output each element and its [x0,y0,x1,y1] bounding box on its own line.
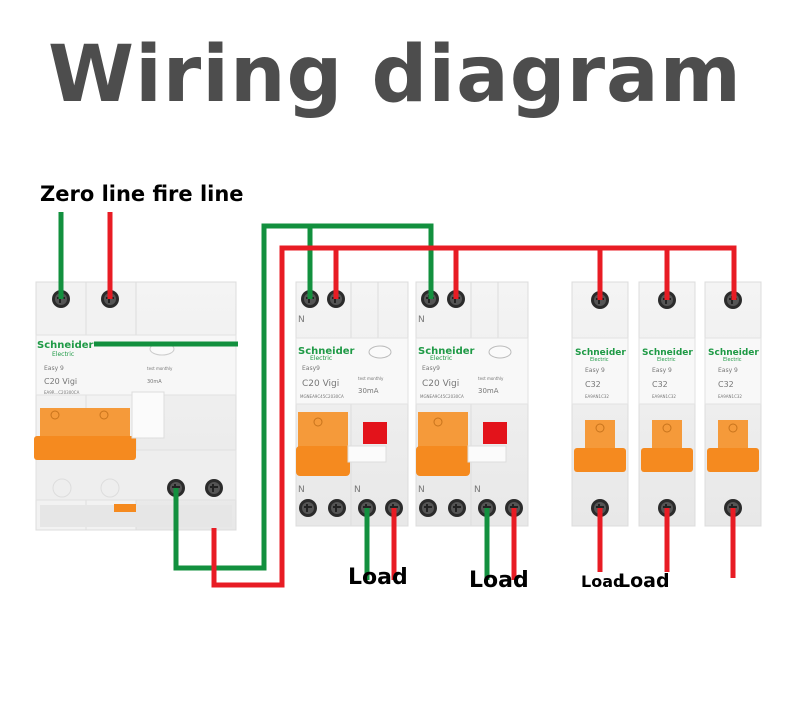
mcb-1-series: Easy 9 [585,367,605,374]
rcbo-1-n-bottom-right: N [354,485,361,495]
diagram-title: Wiring diagram [48,30,742,120]
rcbo-2-brand-sub: Electric [430,355,452,362]
main-test-text: test monthly [147,366,173,371]
rcbo-1-test-text: test monthly [358,376,384,381]
mcb-2: Schneider Electric Easy 9 C32 EA9AN1C32 [638,281,696,527]
rcbo-2-series: Easy9 [422,365,440,372]
rcbo-1-test-button[interactable] [368,345,392,359]
rcbo-1-sensitivity: 30mA [358,387,379,395]
mcb-3-brand-sub: Electric [723,357,742,363]
mcb-3-series: Easy 9 [718,367,738,374]
neutral-bus-wire [173,223,434,571]
rcbo-1-trip-flag [363,422,387,444]
main-series: Easy 9 [44,365,64,372]
mcb-3-brand: Schneider [708,348,759,358]
rcbo-1-rating: C20 Vigi [302,379,339,389]
mcb-1-brand: Schneider [575,348,626,358]
mcb-3: Schneider Electric Easy 9 C32 EA9AN1C32 [704,281,762,527]
mcb-1-handle[interactable] [585,420,615,450]
rcbo-2-n-bottom-left: N [418,485,425,495]
mcb-2-brand-sub: Electric [657,357,676,363]
mcb-3-rating: C32 [718,380,734,389]
mcb-3-handle[interactable] [718,420,748,450]
main-handle[interactable] [40,408,130,438]
mcb-1-brand-sub: Electric [590,357,609,363]
rcbo-2-terminal [447,498,467,518]
load-label-3: Load [581,572,625,591]
mcb-2-handle[interactable] [652,420,682,450]
mcb-1-model: EA9AN1C32 [585,394,609,399]
rcbo-2-n-bottom-right: N [474,485,481,495]
mcb-1: Schneider Electric Easy 9 C32 EA9AN1C32 [571,281,629,527]
rcbo-1-terminal [327,498,347,518]
rcbo-2-model: MGNEA9C45C2030CA [420,394,464,399]
main-rcbo: Schneider Electric Easy 9 C20 Vigi EA9R.… [34,281,237,531]
rcbo-2-test-text: test monthly [478,376,504,381]
rcbo-1: N Schneider Electric Easy9 C20 Vigi MGNE… [295,281,409,527]
mcb-2-model: EA9AN1C32 [652,394,676,399]
rcbo-2-trip-flag [483,422,507,444]
main-rating: C20 Vigi [44,377,77,386]
mcb-2-series: Easy 9 [652,367,672,374]
load-label-2: Load [469,568,529,593]
supply-label: Zero line fire line [40,182,244,206]
rcbo-1-terminal [298,498,318,518]
wires [58,212,737,588]
rcbo-2: N Schneider Electric Easy9 C20 Vigi MGNE… [415,281,529,527]
main-brand-sub: Electric [52,351,74,358]
rcbo-2-test-button[interactable] [488,345,512,359]
mcb-1-rating: C32 [585,380,601,389]
main-model: EA9R...C20300CA [44,390,80,395]
rcbo-1-brand: Schneider [298,346,355,357]
mcb-2-brand: Schneider [642,348,693,358]
mcb-3-model: EA9AN1C32 [718,394,742,399]
rcbo-1-n-bottom-left: N [298,485,305,495]
rcbo-1-brand-sub: Electric [310,355,332,362]
rcbo-2-brand: Schneider [418,346,475,357]
main-live-out-terminal [204,478,224,498]
main-sensitivity: 30mA [147,379,162,385]
rcbo-2-terminal [418,498,438,518]
rcbo-2-handle[interactable] [418,412,468,448]
rcbo-1-model: MGNEA9C45C2030CA [300,394,344,399]
rcbo-2-rating: C20 Vigi [422,379,459,389]
rcbo-1-n-top: N [298,315,305,325]
main-brand: Schneider [37,340,94,351]
rcbo-1-handle[interactable] [298,412,348,448]
rcbo-2-n-top: N [418,315,425,325]
load-label-4: Load [618,570,670,592]
mcb-2-rating: C32 [652,380,668,389]
live-bus-wire [211,245,737,588]
load-label-1: Load [348,565,408,590]
rcbo-1-series: Easy9 [302,365,320,372]
rcbo-2-sensitivity: 30mA [478,387,499,395]
